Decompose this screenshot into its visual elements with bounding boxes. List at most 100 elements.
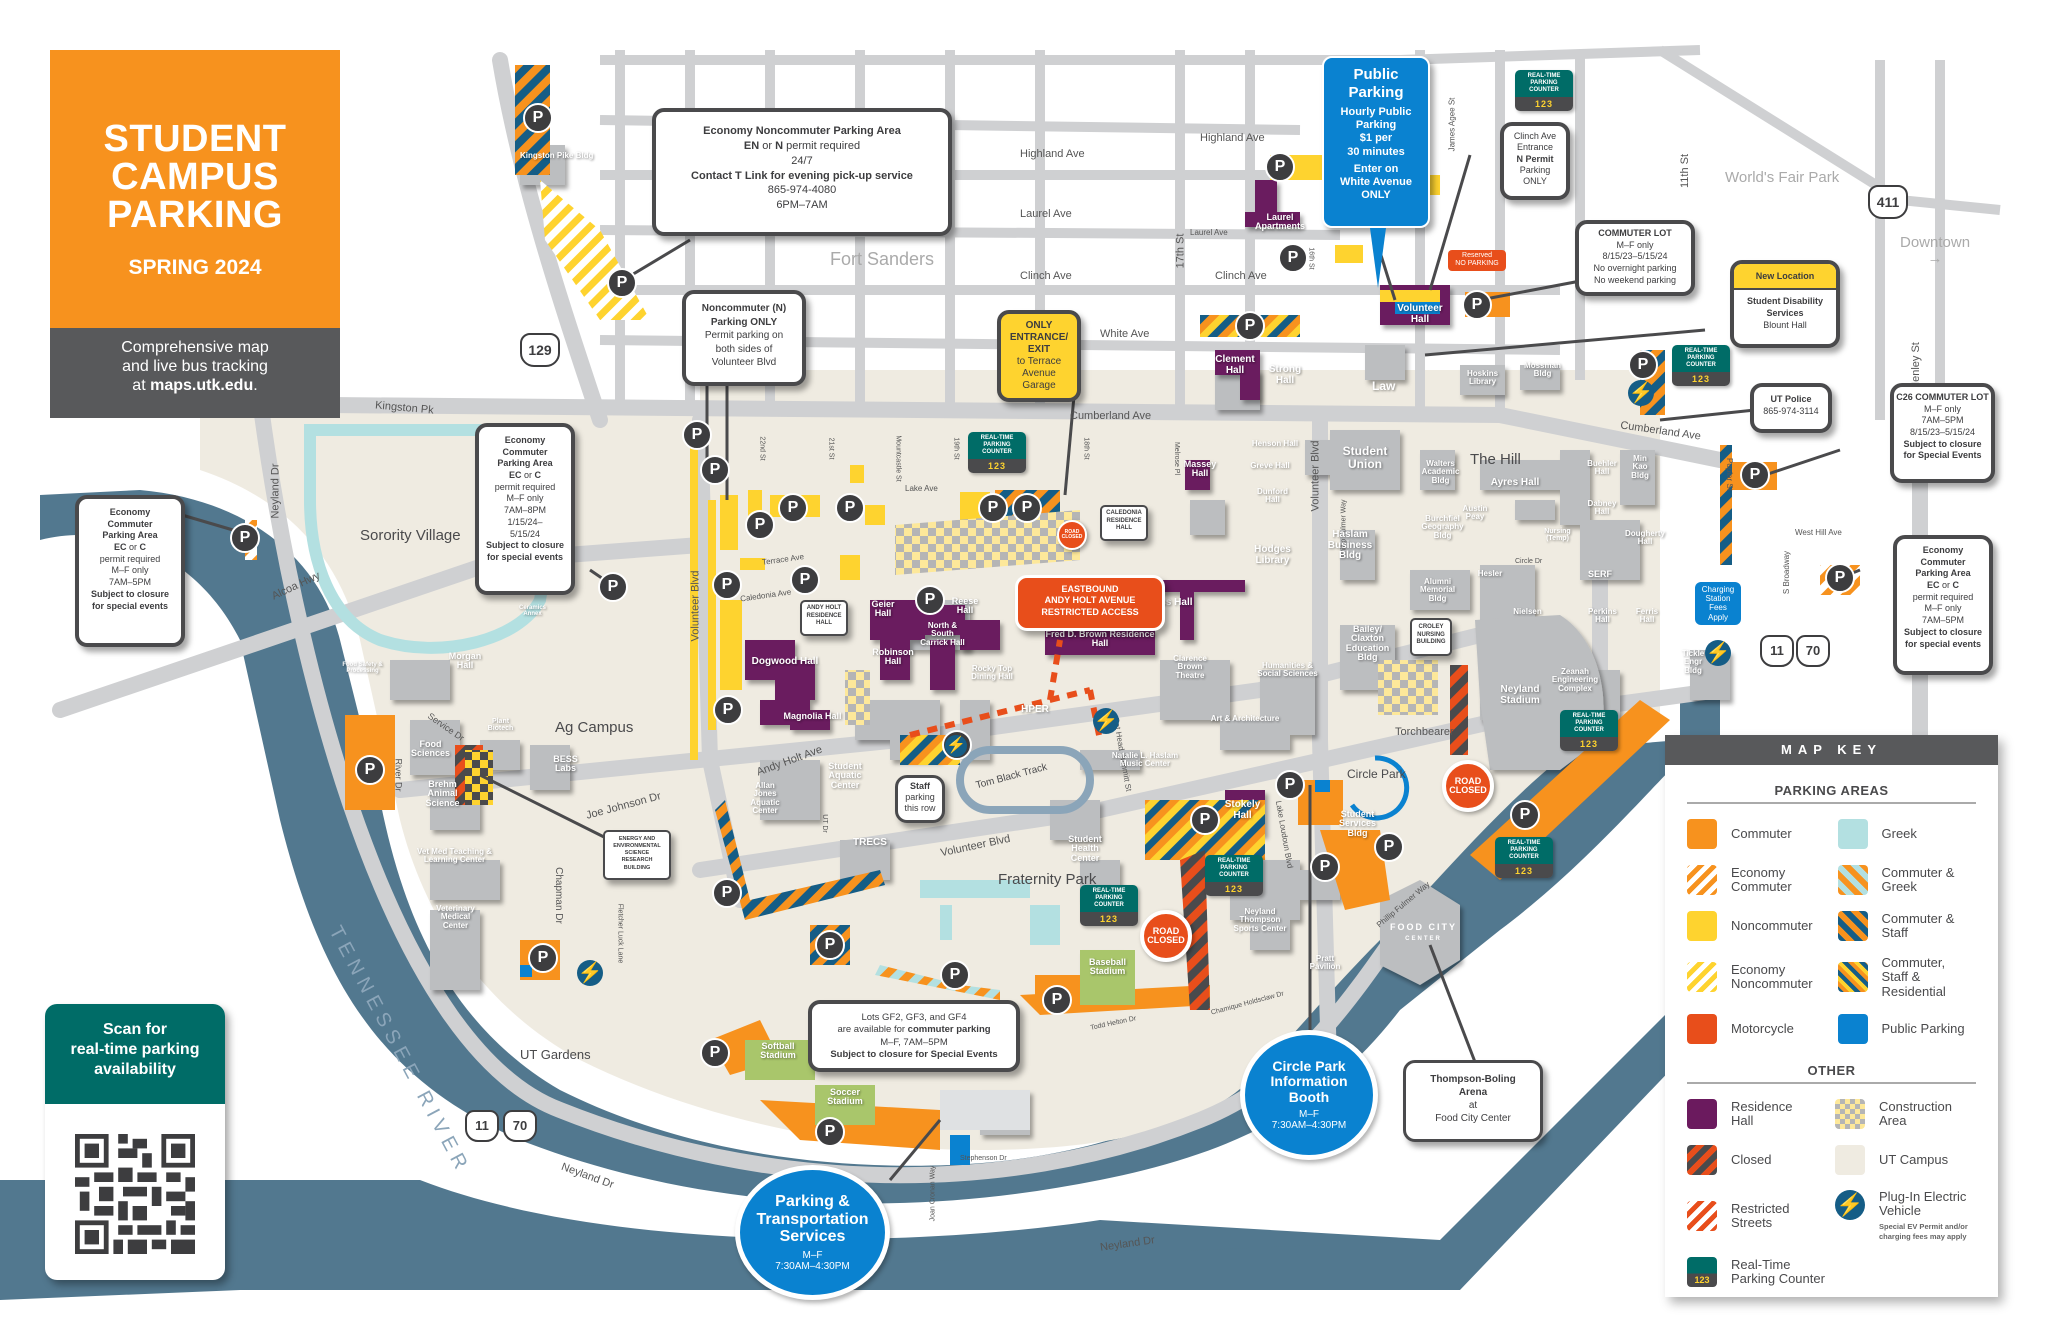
callout-title: ENTRANCE/: [1009, 332, 1069, 343]
callout-title: Economy: [1922, 545, 1964, 555]
building-greve-hall: Greve Hall: [1250, 461, 1290, 470]
building-kingston-pike: Kingston Pike Bldg: [520, 151, 594, 160]
area-fraternity-park: Fraternity Park: [998, 871, 1097, 888]
parking-pin[interactable]: P: [1628, 350, 1658, 380]
bubble-title: Circle Park: [1272, 1057, 1346, 1074]
callout-text: No overnight parking: [1593, 263, 1677, 274]
highway-shield-11: 11: [1760, 635, 1794, 667]
label-andy-holt-residence: ANDY HOLT RESIDENCE HALL: [800, 600, 848, 636]
parking-pin[interactable]: P: [790, 565, 820, 595]
parking-pin[interactable]: P: [230, 523, 260, 553]
callout-text: 8/15/23–5/15/24: [1909, 427, 1976, 438]
callout-text: both sides of: [715, 343, 773, 355]
qr-heading-line: real-time parking: [70, 1041, 200, 1058]
parking-pin[interactable]: P: [1825, 563, 1855, 593]
building-soccer-stadium: Soccer Stadium: [827, 1087, 863, 1107]
building-laurel-apartments: Laurel Apartments: [1254, 212, 1305, 232]
building-brehm: Brehm Animal Science: [425, 779, 460, 808]
road-closed-text: CLOSED: [1147, 935, 1185, 945]
parking-pin[interactable]: P: [1510, 800, 1540, 830]
legend-label: Commuter, Staff & Residential: [1881, 955, 1946, 999]
counter-value: 123: [1672, 371, 1730, 386]
building-volunteer-hall: Volunteer Hall: [1397, 303, 1443, 325]
building-pratt-pavilion: Pratt Pavilion: [1309, 954, 1341, 972]
road-closed-text: CLOSED: [1449, 785, 1487, 795]
counter-label: REAL-TIME: [1527, 73, 1561, 79]
building-food-sciences: Food Sciences: [410, 739, 451, 759]
building-walters: Walters Academic Bldg: [1421, 459, 1460, 485]
parking-pin[interactable]: P: [1275, 770, 1305, 800]
building-mossman: Mossman Bldg: [1524, 361, 1561, 379]
parking-pin[interactable]: P: [815, 1117, 845, 1147]
parking-pin[interactable]: P: [1462, 290, 1492, 320]
parking-pin[interactable]: P: [1042, 985, 1072, 1015]
building-art-architecture: Art & Architecture: [1210, 714, 1280, 723]
permit-code: C: [139, 542, 147, 553]
parking-pin[interactable]: P: [978, 493, 1008, 523]
callout-text: 8/15/23–5/15/24: [1602, 251, 1668, 262]
parking-pin[interactable]: P: [712, 570, 742, 600]
parking-pin[interactable]: P: [700, 1038, 730, 1068]
street-16th-st: 16th St: [1307, 247, 1315, 270]
qr-code-icon[interactable]: [75, 1134, 195, 1254]
parking-pin[interactable]: P: [682, 420, 712, 450]
counter-label: PARKING: [983, 441, 1011, 448]
parking-pin[interactable]: P: [712, 878, 742, 908]
callout-phone[interactable]: 865-974-3114: [1763, 406, 1819, 417]
food-city-center: [1380, 880, 1460, 985]
callout-text: permit required: [494, 481, 556, 492]
building-neyland-stadium: Neyland Stadium: [1500, 684, 1540, 706]
parking-pin[interactable]: P: [528, 943, 558, 973]
parking-pin[interactable]: P: [1310, 852, 1340, 882]
parking-pin[interactable]: P: [700, 455, 730, 485]
callout-title: EASTBOUND: [1061, 584, 1119, 594]
maps-url-link[interactable]: maps.utk.edu: [150, 377, 254, 395]
parking-pin[interactable]: P: [1012, 493, 1042, 523]
pts-office-bubble[interactable]: Parking & Transportation Services M–F 7:…: [735, 1165, 890, 1300]
tagline-line: and live bus tracking: [122, 358, 268, 376]
circle-park-booth-bubble[interactable]: Circle Park Information Booth M–F 7:30AM…: [1240, 1030, 1378, 1160]
parking-pin[interactable]: P: [1265, 152, 1295, 182]
callout-text: parking: [905, 791, 935, 802]
parking-pin[interactable]: P: [355, 755, 385, 785]
callout-phone[interactable]: 865-974-4080: [767, 184, 837, 197]
callout-title: Economy: [504, 435, 546, 445]
legend-ut-campus: UT Campus: [1835, 1144, 1989, 1176]
parking-pin[interactable]: P: [915, 585, 945, 615]
map-key-heading: MAP KEY: [1665, 735, 1998, 765]
callout-text: for Special Events: [1903, 450, 1982, 461]
parking-pin[interactable]: P: [607, 268, 637, 298]
permit-code: EN: [743, 139, 760, 152]
parking-pin[interactable]: P: [523, 103, 553, 133]
parking-pin[interactable]: P: [1190, 805, 1220, 835]
parking-pin[interactable]: P: [1374, 832, 1404, 862]
parking-pin[interactable]: P: [778, 493, 808, 523]
building-perkins-hall: Perkins Hall: [1588, 607, 1617, 625]
parking-pin[interactable]: P: [815, 930, 845, 960]
parking-pin[interactable]: P: [1740, 460, 1770, 490]
parking-pin[interactable]: P: [745, 510, 775, 540]
building-bailey-claxton: Bailey/ Claxton Education Bldg: [1345, 624, 1390, 663]
legend-closed: Closed: [1687, 1144, 1831, 1176]
parking-pin[interactable]: P: [1235, 311, 1265, 341]
parking-pin[interactable]: P: [940, 960, 970, 990]
parking-pin[interactable]: P: [1278, 243, 1308, 273]
parking-pin[interactable]: P: [713, 695, 743, 725]
building-robinson-hall: Robinson Hall: [872, 647, 914, 667]
counter-label: REAL-TIME: [1217, 858, 1251, 864]
legend-note: Special EV Permit and/or charging fees m…: [1879, 1222, 1968, 1242]
building-hper: HPER: [1021, 704, 1049, 715]
qr-panel: Scan for real-time parking availability: [45, 1004, 225, 1280]
street-11th-st: 11th St: [1679, 153, 1692, 189]
parking-pin[interactable]: P: [598, 572, 628, 602]
parking-pin[interactable]: P: [835, 493, 865, 523]
